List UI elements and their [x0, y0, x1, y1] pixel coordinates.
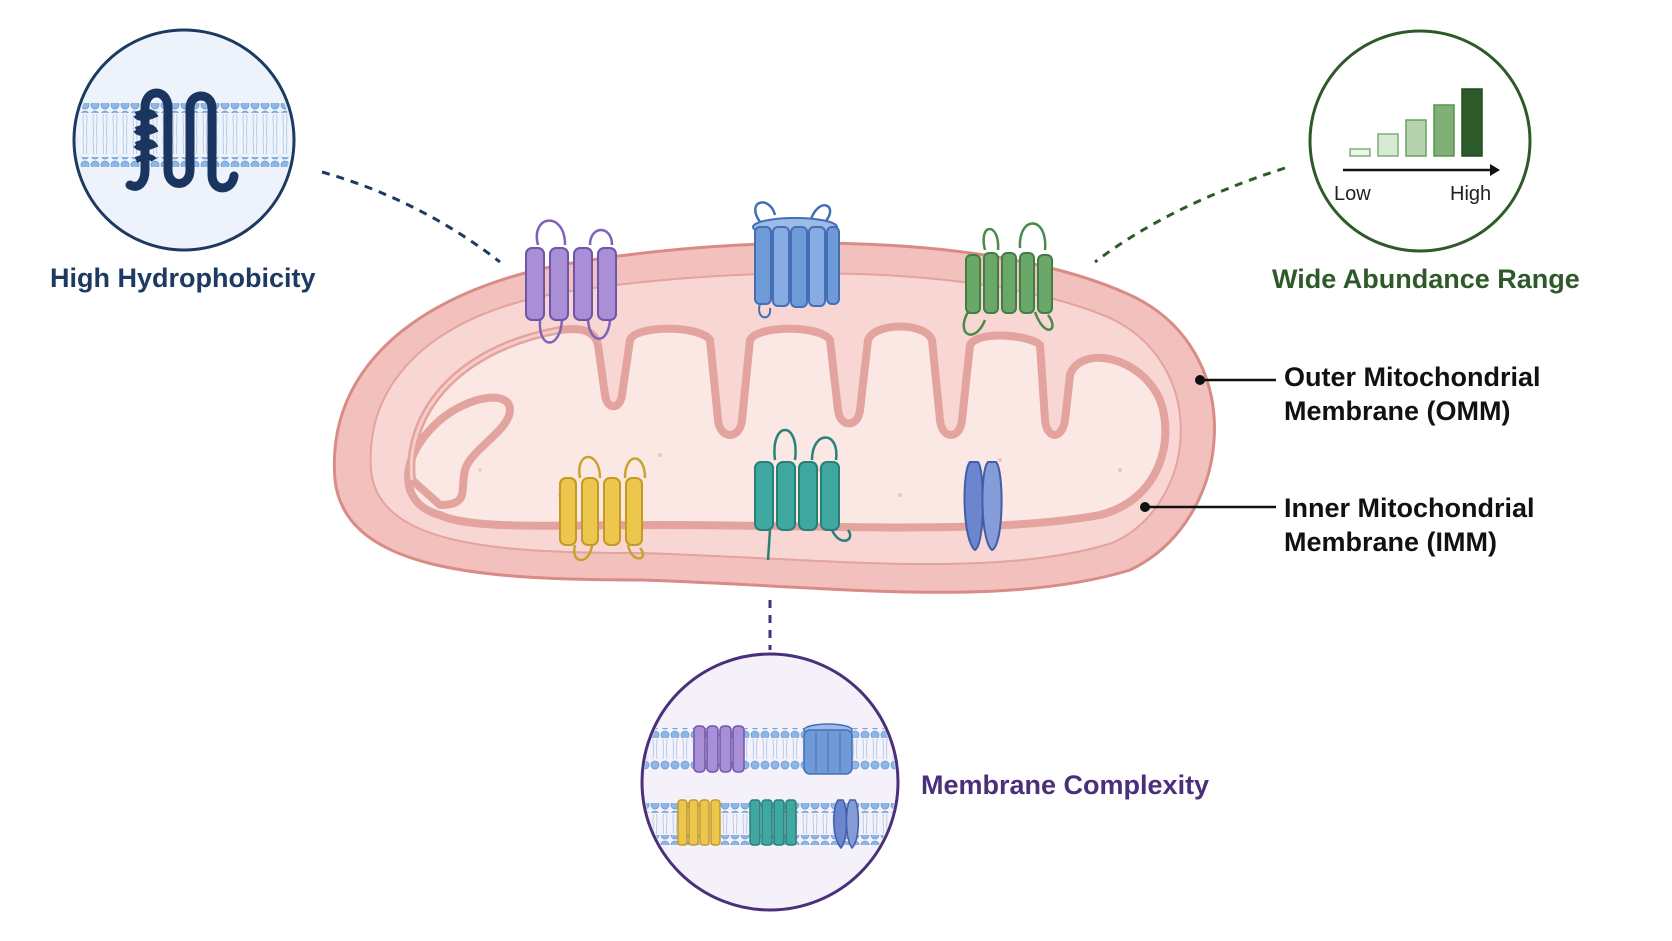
- transmembrane-helix-icon: [125, 88, 239, 193]
- imm-protein-indigo-channel: [963, 461, 1003, 552]
- omm-label-line2: Membrane (OMM): [1284, 396, 1511, 426]
- hydrophobicity-label: High Hydrophobicity: [50, 263, 316, 293]
- abundance-axis-high: High: [1450, 183, 1492, 205]
- imm-protein-teal: [754, 428, 852, 561]
- omm-protein-green: [962, 222, 1054, 336]
- membrane-cross-section-icon: [644, 723, 896, 850]
- abundance-label: Wide Abundance Range: [1272, 264, 1580, 294]
- imm-protein-yellow: [559, 455, 647, 562]
- imm-label-line2: Membrane (IMM): [1284, 527, 1498, 557]
- omm-protein-purple: [525, 219, 617, 344]
- abundance-axis-low: Low: [1334, 183, 1371, 205]
- omm-protein-blue-barrel: [752, 201, 840, 319]
- imm-pointer: [1140, 502, 1276, 512]
- omm-pointer: [1195, 375, 1276, 385]
- bar-gradient-icon: [1349, 88, 1483, 157]
- omm-label-line1: Outer Mitochondrial: [1284, 362, 1541, 392]
- complexity-inset: [640, 652, 900, 912]
- omm-label: Outer Mitochondrial Membrane (OMM): [1284, 360, 1541, 428]
- imm-label: Inner Mitochondrial Membrane (IMM): [1284, 491, 1535, 559]
- imm-label-line1: Inner Mitochondrial: [1284, 493, 1535, 523]
- abundance-inset: [1308, 29, 1532, 253]
- hydrophobicity-connector: [321, 170, 501, 264]
- complexity-label: Membrane Complexity: [921, 770, 1210, 800]
- hydrophobicity-inset: [72, 28, 296, 252]
- abundance-connector: [1094, 166, 1286, 264]
